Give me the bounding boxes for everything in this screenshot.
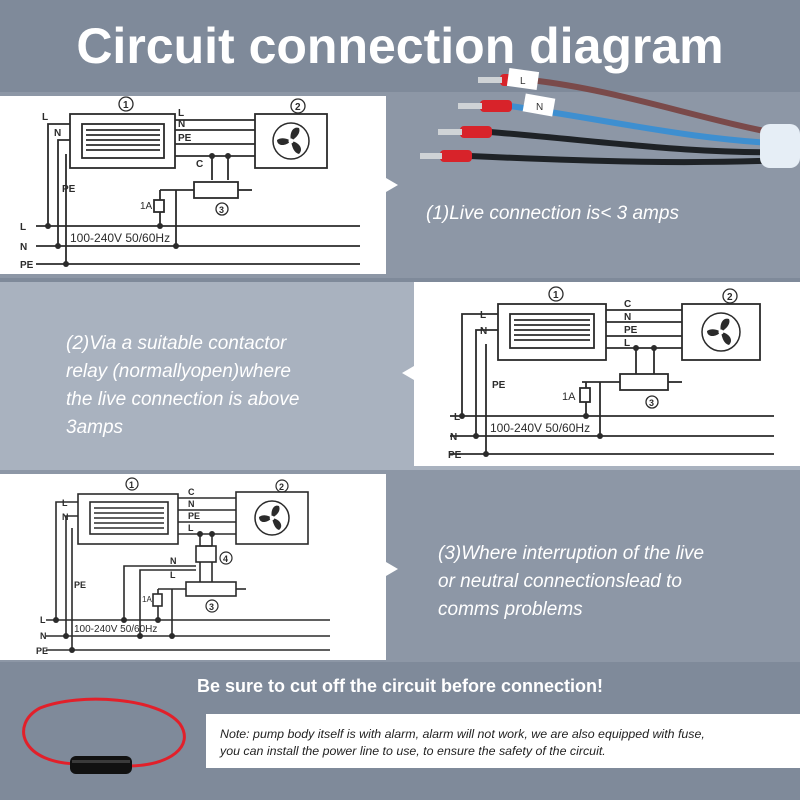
note-text: Note: pump body itself is with alarm, al… xyxy=(220,726,800,760)
bus-label-N: N xyxy=(20,242,27,253)
wire-tag-L: L xyxy=(520,76,526,87)
out-label-PE: PE xyxy=(188,511,200,521)
label-N: N xyxy=(54,128,61,139)
bus-label-N: N xyxy=(40,631,47,641)
bus-label-PE: PE xyxy=(36,646,48,656)
bus-label-PE: PE xyxy=(20,260,34,271)
diagram-panel-1: 1 2 3 L N PE L N PE C L N PE 1A 100-240V… xyxy=(0,96,386,274)
caption-2-line-4: 3amps xyxy=(66,417,124,438)
warning-text: Be sure to cut off the circuit before co… xyxy=(196,676,604,696)
diagram-panel-3: 1 2 4 3 L N PE C N PE L N L L N PE 1A 10… xyxy=(0,474,386,660)
caption-3: (3)Where interruption of the live or neu… xyxy=(438,540,798,624)
fuse-label: 1A xyxy=(562,391,576,403)
page-title: Circuit connection diagram xyxy=(76,18,724,74)
wires-illustration: L N xyxy=(420,67,800,168)
out-label-C: C xyxy=(624,299,631,310)
fan-number: 2 xyxy=(279,482,284,492)
fan-number: 2 xyxy=(295,102,301,113)
wire-tag-N: N xyxy=(536,102,543,113)
relay-number: 3 xyxy=(209,602,214,612)
relay-number: 3 xyxy=(219,205,224,215)
block-number: 1 xyxy=(129,480,134,490)
contactor-number: 4 xyxy=(223,554,228,564)
out-label-L: L xyxy=(188,523,194,533)
bus-label-N: N xyxy=(450,432,457,443)
caption-3-line-2: or neutral connectionslead to xyxy=(438,571,682,592)
note-box: Note: pump body itself is with alarm, al… xyxy=(206,714,800,768)
relay-number: 3 xyxy=(649,398,654,408)
diagram-panel-2: 1 2 3 L N PE C N PE L L N PE 1A 100-240V… xyxy=(414,282,800,466)
label-N: N xyxy=(480,326,487,337)
caption-1: (1)Live connection is< 3 amps xyxy=(426,200,796,228)
contactor-label-L: L xyxy=(170,570,176,580)
fan-icon xyxy=(272,122,310,160)
caption-2-line-3: the live connection is above xyxy=(66,389,300,410)
caption-2: (2)Via a suitable contactor relay (norma… xyxy=(66,330,396,442)
fan-icon xyxy=(701,312,741,352)
label-L: L xyxy=(480,310,486,321)
out-label-N: N xyxy=(178,119,185,130)
label-N: N xyxy=(62,512,69,522)
bus-label-PE: PE xyxy=(448,450,462,461)
pointer-arrow xyxy=(386,562,398,576)
bus-label-L: L xyxy=(20,222,26,233)
fuse-holder-icon xyxy=(22,697,186,774)
contactor-label-N: N xyxy=(170,556,177,566)
caption-2-line-2: relay (normallyopen)where xyxy=(66,361,291,382)
supply-label: 100-240V 50/60Hz xyxy=(490,421,590,435)
label-L: L xyxy=(42,112,48,123)
circuit-diagram-3: 1 2 4 3 L N PE C N PE L N L L N PE 1A 10… xyxy=(36,477,330,656)
pointer-arrow xyxy=(402,366,414,380)
label-C: C xyxy=(196,159,203,170)
pointer-arrow xyxy=(386,178,398,192)
out-label-PE: PE xyxy=(178,133,192,144)
label-L: L xyxy=(62,498,68,508)
wires-photo: L N xyxy=(420,60,800,190)
block-number: 1 xyxy=(123,100,129,111)
caption-1-line-1: (1)Live connection is< 3 amps xyxy=(426,203,679,224)
out-label-L: L xyxy=(178,108,184,119)
fuse-label: 1A xyxy=(140,201,153,212)
out-label-PE: PE xyxy=(624,325,638,336)
note-line-2: you can install the power line to use, t… xyxy=(220,744,606,758)
out-label-N: N xyxy=(188,499,195,509)
circuit-diagram-2: 1 2 3 L N PE C N PE L L N PE 1A 100-240V… xyxy=(448,286,774,461)
bus-label-L: L xyxy=(454,412,460,423)
fan-icon xyxy=(254,500,290,536)
supply-label: 100-240V 50/60Hz xyxy=(74,624,157,635)
bus-label-L: L xyxy=(40,615,46,625)
out-label-C: C xyxy=(188,487,195,497)
fuse-label: 1A xyxy=(142,595,152,604)
caption-3-line-1: (3)Where interruption of the live xyxy=(438,543,705,564)
out-label-L: L xyxy=(624,338,630,349)
note-line-1: Note: pump body itself is with alarm, al… xyxy=(220,727,705,741)
label-PE: PE xyxy=(74,580,86,590)
circuit-diagram-1: 1 2 3 L N PE L N PE C L N PE 1A 100-240V… xyxy=(20,96,360,271)
supply-label: 100-240V 50/60Hz xyxy=(70,231,170,245)
fuse-holder-photo xyxy=(10,694,210,794)
fan-number: 2 xyxy=(727,292,733,303)
label-PE: PE xyxy=(62,184,76,195)
block-number: 1 xyxy=(553,290,559,301)
caption-2-line-1: (2)Via a suitable contactor xyxy=(66,333,287,354)
caption-3-line-3: comms problems xyxy=(438,599,583,620)
label-PE: PE xyxy=(492,380,506,391)
out-label-N: N xyxy=(624,312,631,323)
